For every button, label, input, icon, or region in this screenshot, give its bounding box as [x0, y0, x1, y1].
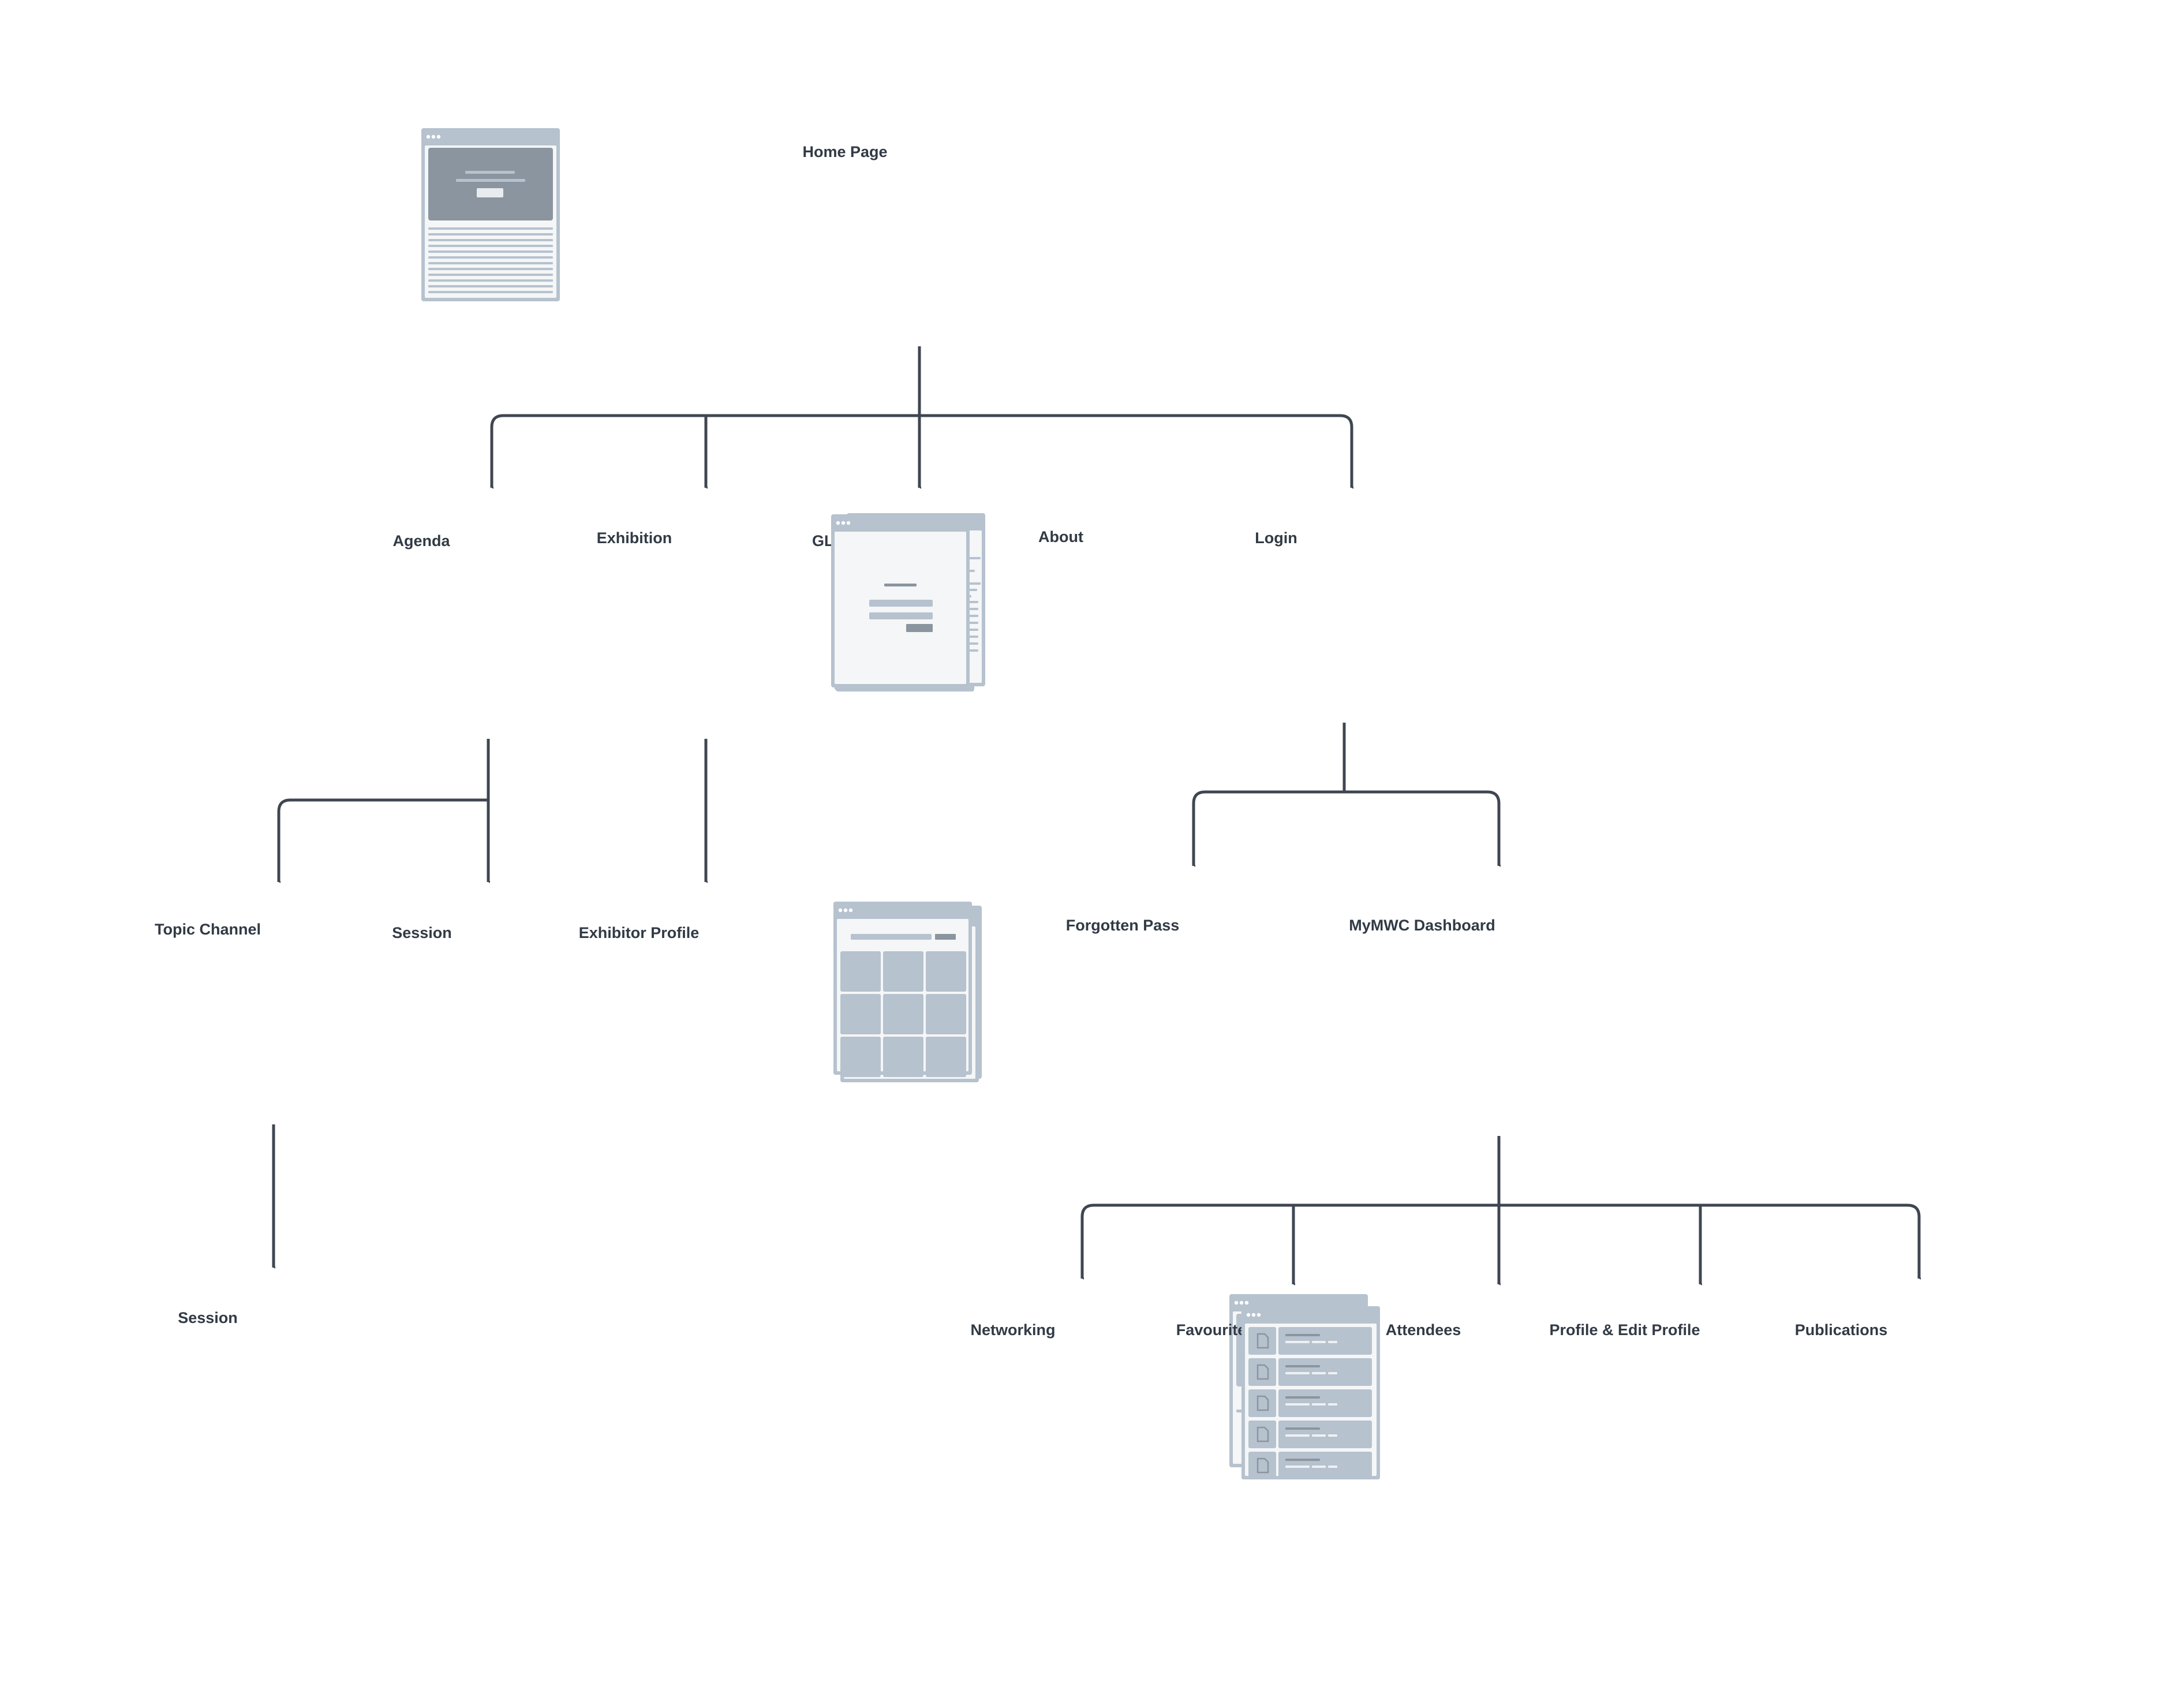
node-title: Networking: [970, 1321, 1055, 1339]
node-title: Publications: [1795, 1321, 1888, 1339]
node-title: Forgotten Pass: [1066, 917, 1180, 934]
node-title: Topic Channel: [155, 921, 261, 938]
node-title: Session: [178, 1309, 238, 1326]
connector-login-bracket: [1192, 790, 1501, 866]
nodes: Home PageAgendaExhibitionGLOMOS***AboutL…: [155, 128, 1887, 1479]
node-title: Session: [392, 924, 452, 941]
node-title: Home Page: [802, 143, 887, 160]
node-title: Attendees: [1386, 1321, 1461, 1339]
tile-grid-wireframe-icon: [833, 902, 972, 1077]
form-wireframe-icon: [831, 514, 970, 687]
node-title: About: [1038, 528, 1083, 545]
connector-agenda-bracket: [277, 798, 488, 882]
node-login[interactable]: Login: [831, 514, 1297, 687]
node-home[interactable]: Home Page: [421, 128, 888, 301]
hero-page-wireframe-icon: [421, 128, 560, 301]
document-list-wireframe-icon: [1241, 1306, 1380, 1479]
connector-home-bracket: [490, 414, 1353, 488]
node-publications[interactable]: Publications: [1241, 1306, 1887, 1479]
node-title: Login: [1255, 529, 1297, 547]
node-session-b[interactable]: Session: [178, 1294, 1368, 1467]
node-title: Profile & Edit Profile: [1549, 1321, 1700, 1339]
node-title: Exhibitor Profile: [579, 924, 700, 941]
node-title: MyMWC Dashboard: [1349, 917, 1495, 934]
node-dashboard[interactable]: MyMWC Dashboard: [833, 902, 1495, 1077]
node-title: Agenda: [392, 532, 450, 550]
connectors: [272, 346, 1921, 1285]
node-title: Exhibition: [597, 529, 672, 547]
connector-dashboard-bracket: [1080, 1203, 1921, 1279]
